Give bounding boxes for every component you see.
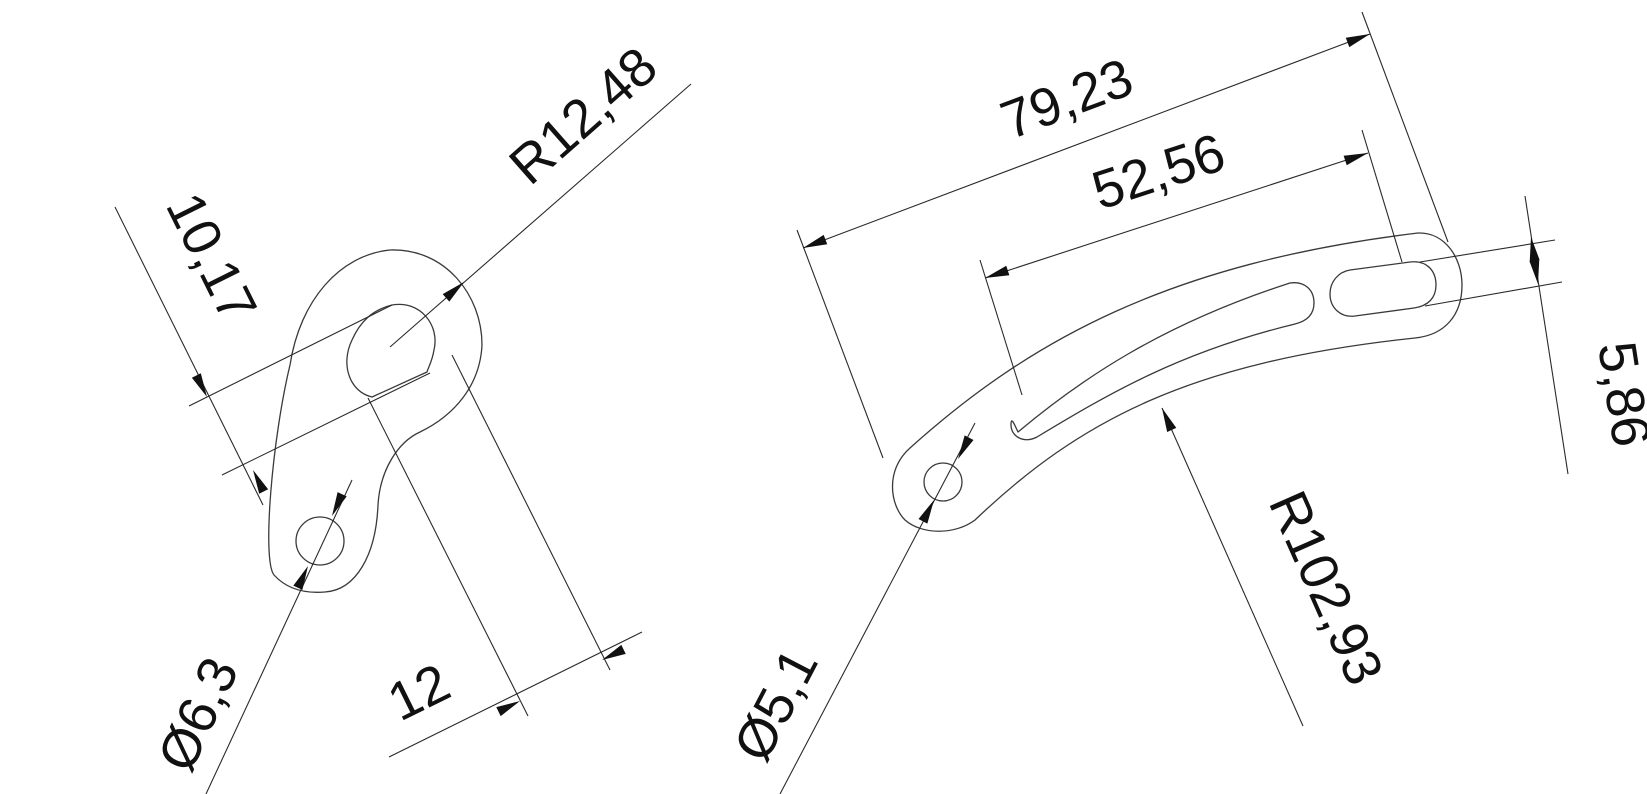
part-left: R12,48 10,17 Ø6,3 12	[114, 36, 692, 794]
dim-79-23: 79,23	[796, 11, 1449, 459]
part-right: 79,23 52,56 5,86 Ø5,1	[722, 11, 1647, 794]
dim-5-86-text: 5,86	[1586, 338, 1647, 451]
dim-5-86: 5,86	[1419, 195, 1647, 475]
dim-dia-5-1: Ø5,1	[722, 422, 976, 794]
part-right-outline	[891, 232, 1463, 532]
dim-52-56: 52,56	[979, 122, 1403, 396]
dim-r12-48: R12,48	[389, 36, 692, 348]
dim-10-17-text: 10,17	[154, 184, 268, 332]
part-left-lower-hole	[295, 516, 345, 566]
part-left-outline	[268, 249, 483, 593]
dim-dia-6-3: Ø6,3	[146, 479, 353, 794]
dim-10-17: 10,17	[114, 184, 431, 506]
part-left-upper-hole	[346, 303, 436, 398]
part-right-long-slot	[1010, 282, 1315, 441]
part-right-hole	[923, 462, 963, 502]
dim-79-23-text: 79,23	[993, 47, 1141, 151]
part-right-short-slot	[1329, 261, 1437, 317]
dim-12-text: 12	[379, 652, 459, 732]
dim-r12-48-text: R12,48	[498, 36, 668, 196]
dim-dia-6-3-text: Ø6,3	[146, 649, 250, 780]
dim-r102-93: R102,93	[1157, 405, 1395, 727]
dim-52-56-text: 52,56	[1085, 122, 1232, 221]
dim-r102-93-text: R102,93	[1257, 483, 1395, 694]
dim-dia-5-1-text: Ø5,1	[722, 639, 829, 771]
dim-12: 12	[367, 354, 643, 758]
